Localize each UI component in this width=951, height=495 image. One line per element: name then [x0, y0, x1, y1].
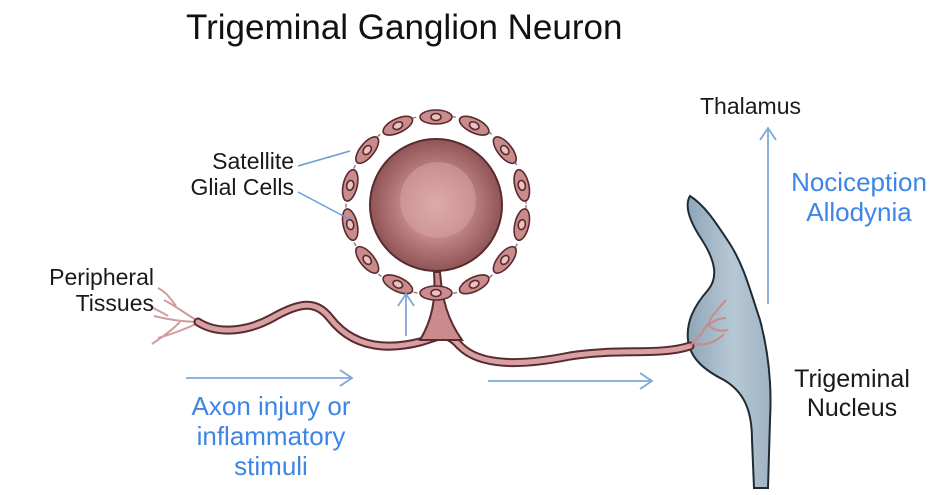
- satellite-glial-cell: [340, 207, 361, 241]
- soma-nucleus: [400, 162, 476, 238]
- peripheral-label-line2: Tissues: [10, 290, 154, 316]
- outcome-line2: Allodynia: [770, 198, 948, 228]
- neuron-stem: [420, 272, 462, 340]
- stimuli-line2: inflammatory: [160, 422, 382, 452]
- thalamus-label: Thalamus: [700, 93, 801, 119]
- satellite-glial-cell: [420, 110, 452, 124]
- stimuli-line3: stimuli: [160, 452, 382, 482]
- satellite-glial-cell: [457, 271, 492, 297]
- satellite-glial-cell: [489, 243, 520, 277]
- stimuli-line1: Axon injury or: [160, 392, 382, 422]
- trigeminal-label-line2: Nucleus: [772, 394, 932, 423]
- trigeminal-nucleus-shape: [688, 196, 771, 488]
- outcome-annotation: Nociception Allodynia: [770, 168, 948, 228]
- stimuli-annotation: Axon injury or inflammatory stimuli: [160, 392, 382, 482]
- satellite-glial-cell: [380, 271, 415, 297]
- satellite-label-line2: Glial Cells: [170, 174, 294, 200]
- satellite-label-line1: Satellite: [170, 148, 294, 174]
- satellite-glial-cell: [489, 133, 520, 167]
- arrow-stimuli-upper: [186, 370, 352, 386]
- satellite-glial-cell: [380, 112, 415, 138]
- satellite-glial-cell: [340, 168, 361, 202]
- peripheral-tissues-label: Peripheral Tissues: [10, 264, 154, 317]
- satellite-glial-cell: [352, 243, 383, 277]
- satellite-leader-line-lower: [298, 192, 349, 219]
- satellite-glial-cell: [511, 168, 532, 202]
- trigeminal-nucleus-label: Trigeminal Nucleus: [772, 365, 932, 423]
- peripheral-nerve-endings: [150, 288, 200, 344]
- page-title: Trigeminal Ganglion Neuron: [186, 8, 622, 48]
- satellite-glial-cell: [511, 207, 532, 241]
- satellite-glial-cell: [352, 133, 383, 167]
- arrow-stimuli-lower: [488, 373, 652, 389]
- satellite-glial-cell: [457, 112, 492, 138]
- peripheral-label-line1: Peripheral: [10, 264, 154, 290]
- satellite-glial-label: Satellite Glial Cells: [170, 148, 294, 201]
- satellite-glial-cell: [420, 286, 452, 300]
- outcome-line1: Nociception: [770, 168, 948, 198]
- trigeminal-label-line1: Trigeminal: [772, 365, 932, 394]
- arrow-to-soma: [398, 294, 414, 336]
- satellite-leader-line-upper: [298, 151, 350, 166]
